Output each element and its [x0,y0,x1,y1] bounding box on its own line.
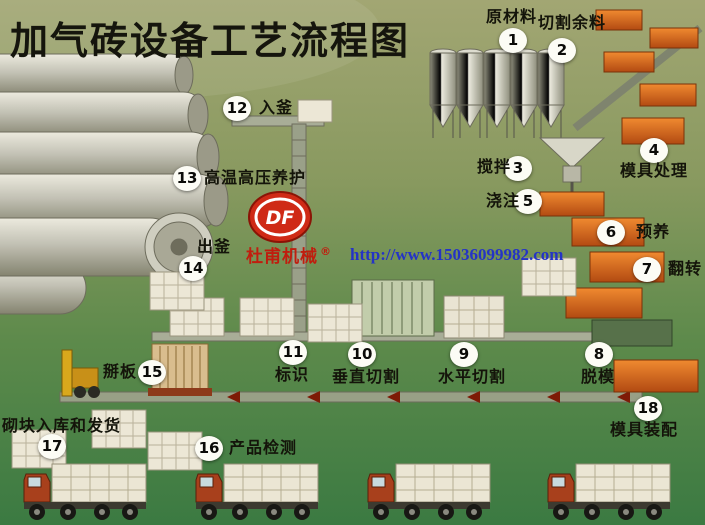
step-badge-6: 6 [597,220,625,245]
step-label-12: 入釜 [259,98,294,117]
step-label-11: 标识 [275,365,310,384]
step-badge-11: 11 [279,340,307,365]
step-label-4: 模具处理 [620,161,689,180]
step-badge-15: 15 [138,360,166,385]
return-conveyor-illustration [572,9,703,132]
step-label-1: 原材料 [486,7,538,26]
diagram-title: 加气砖设备工艺流程图 [10,19,411,63]
step-label-9: 水平切割 [438,367,507,386]
step-badge-3: 3 [504,156,532,181]
autoclaves-illustration [0,53,229,315]
step-label-17: 砌块入库和发货 [2,416,122,435]
brand-logo: DF 杜甫机械® [246,190,366,267]
step-label-16: 产品检测 [229,438,298,457]
brand-name: 杜甫机械® [246,242,332,267]
step-label-6: 预养 [636,222,671,241]
step-label-2: 切割余料 [538,13,607,32]
brand-logo-icon: DF [248,191,312,243]
step-badge-9: 9 [450,342,478,367]
step-badge-10: 10 [348,342,376,367]
step-badge-14: 14 [179,256,207,281]
mixer-illustration [538,137,606,196]
silos-illustration [429,48,565,138]
registered-mark: ® [320,245,332,259]
step-label-14: 出釜 [197,237,232,256]
step-badge-4: 4 [640,138,668,163]
cutting-machines-illustration [351,279,505,339]
step-badge-17: 17 [38,434,66,459]
step-badge-5: 5 [514,189,542,214]
step-badge-12: 12 [223,96,251,121]
step-label-7: 翻转 [668,259,703,278]
flow-arrows [227,391,630,403]
brand-name-text: 杜甫机械 [246,247,318,267]
website-url: http://www.15036099982.com [350,245,564,264]
step-badge-13: 13 [173,166,201,191]
step-label-15: 掰板 [103,362,138,381]
block-stacks-illustration [11,99,577,471]
brand-initials: DF [266,207,295,229]
step-badge-7: 7 [633,257,661,282]
step-label-10: 垂直切割 [332,367,401,386]
step-label-18: 模具装配 [610,420,679,439]
step-badge-18: 18 [634,396,662,421]
step-badge-2: 2 [548,38,576,63]
step-badge-16: 16 [195,436,223,461]
step-badge-8: 8 [585,342,613,367]
step-label-8: 脱模 [581,367,616,386]
forklift-illustration [61,349,100,398]
molds-illustration [539,117,699,393]
step-label-5: 浇注 [486,191,521,210]
step-badge-1: 1 [499,28,527,53]
step-label-3: 搅拌 [477,157,512,176]
step-label-13: 高温高压养护 [204,168,307,187]
